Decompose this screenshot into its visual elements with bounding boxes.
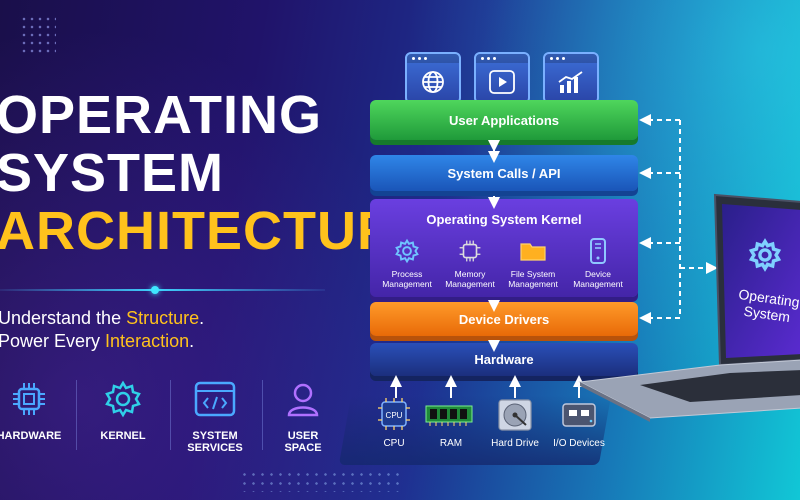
category-system-services: SYSTEM SERVICES [174,378,256,454]
globe-icon [407,63,459,100]
chip-icon [0,378,70,420]
cpu-icon: CPU [365,398,423,432]
category-label: SYSTEM SERVICES [187,430,243,454]
category-label: USER SPACE [284,430,322,454]
kernel-memory-management: Memory Management [438,237,502,289]
app-window-video [474,52,530,104]
laptop-illustration [578,193,800,422]
hardware-label-cpu: CPU [383,438,405,449]
title-divider [0,289,325,291]
app-window-browser [405,52,461,104]
code-window-icon [174,378,256,420]
layer-system-calls: System Calls / API [370,155,638,191]
category-label: HARDWARE [0,430,62,442]
layer-device-drivers: Device Drivers [370,302,638,336]
io-device-icon [550,398,608,432]
kernel-title: Operating System Kernel [426,212,582,227]
chip-icon [438,237,502,265]
folder-icon [501,237,565,265]
layer-user-applications: User Applications [370,100,638,140]
user-icon [262,378,344,420]
tagline-highlight-structure: Structure [126,308,200,328]
tagline-line-1: Understand the Structure. [0,308,205,328]
category-separator [170,380,171,450]
category-user-space: USER SPACE [262,378,344,454]
phone-icon [566,237,630,265]
category-label: KERNEL [100,430,146,442]
ram-icon [420,398,478,432]
category-kernel: KERNEL [82,378,164,442]
gear-icon [82,378,164,420]
dot-pattern [20,15,56,55]
hardware-label-hard-drive: Hard Drive [491,438,539,449]
hardware-label-ram: RAM [439,438,463,449]
dot-pattern-bottom [240,470,400,492]
category-separator [76,380,77,450]
hard-drive-icon [486,398,544,432]
divider-dot [151,286,159,294]
kernel-file-system-management: File System Management [501,237,565,289]
play-icon [476,63,528,100]
tagline-highlight-interaction: Interaction [105,331,190,351]
kernel-process-management: Process Management [375,237,439,289]
tagline-line-2: Power Every Interaction. [0,331,195,351]
hardware-label-io-devices: I/O Devices [553,438,605,449]
title-line-2: SYSTEM [0,143,225,203]
app-window-analytics [543,52,599,104]
gear-icon [375,237,439,265]
kernel-device-management: Device Management [566,237,630,289]
title-line-3: ARCHITECTURE [0,201,434,261]
category-separator [262,380,263,450]
chart-icon [545,63,597,100]
title-line-1: OPERATING [0,85,323,145]
svg-text:CPU: CPU [386,411,403,420]
gear-icon [748,238,782,272]
layer-hardware: Hardware [370,343,638,376]
category-hardware: HARDWARE [0,378,70,442]
layer-kernel: Operating System Kernel Process Manageme… [370,199,638,297]
